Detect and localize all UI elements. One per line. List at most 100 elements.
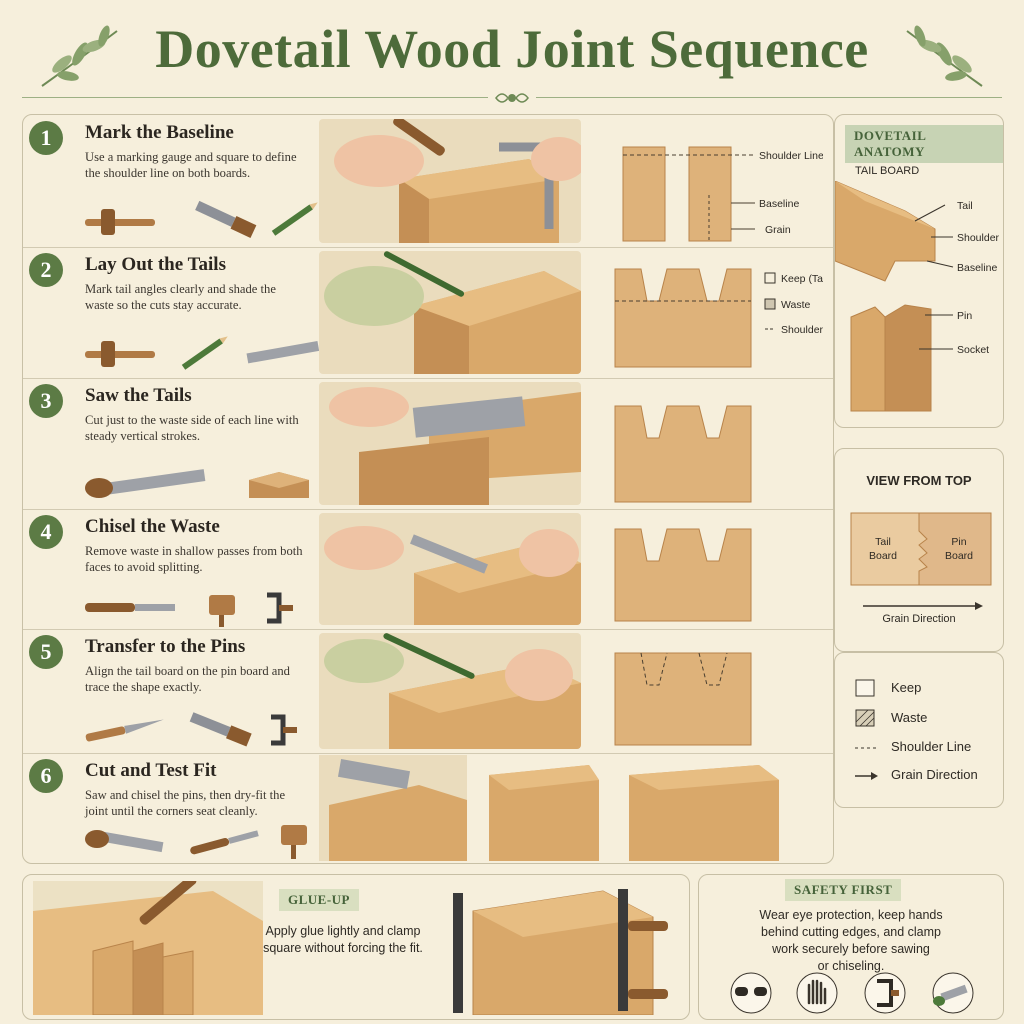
grain-direction-label: Grain Direction bbox=[882, 613, 956, 625]
leaf-left-icon bbox=[41, 25, 118, 87]
chisel-icon bbox=[190, 830, 259, 855]
safety-text-line-4: or chiseling. bbox=[817, 959, 885, 973]
step-title: Cut and Test Fit bbox=[85, 760, 217, 781]
marking-gauge-icon bbox=[85, 209, 155, 235]
square-icon bbox=[195, 200, 257, 238]
label-baseline: Baseline bbox=[957, 262, 997, 274]
clamp-icon bbox=[618, 889, 628, 1011]
clamp-icon bbox=[864, 972, 906, 1014]
step-title: Saw the Tails bbox=[85, 385, 192, 406]
step-description: Cut just to the waste side of each line … bbox=[85, 413, 299, 443]
step-number: 1 bbox=[29, 121, 63, 155]
step-5: 5 Transfer to the Pins Align the tail bo… bbox=[23, 629, 833, 754]
safety-text-line-2: behind cutting edges, and clamp bbox=[761, 925, 941, 939]
label-socket: Socket bbox=[957, 344, 989, 356]
tools-transfer bbox=[85, 712, 297, 747]
legend-keep: Keep bbox=[891, 680, 922, 695]
safety-text: Wear eye protection, keep hands behind c… bbox=[699, 907, 1003, 975]
label-keep-tails: Keep (Tails) bbox=[781, 273, 823, 285]
steps-panel: 1 Mark the Baseline Use a marking gauge … bbox=[22, 114, 834, 864]
step-5-photo bbox=[319, 633, 581, 749]
safety-icons bbox=[730, 972, 974, 1014]
label-waste: Waste bbox=[781, 299, 811, 311]
top-view-diagram: Tail Board Pin Board bbox=[850, 512, 992, 586]
tools-marking bbox=[85, 200, 318, 238]
safety-panel: SAFETY FIRST Wear eye protection, keep h… bbox=[698, 874, 1004, 1020]
step-3-photo bbox=[319, 382, 581, 505]
pencil-icon bbox=[271, 202, 318, 236]
safety-glasses-icon bbox=[730, 972, 772, 1014]
ruler-icon bbox=[246, 341, 319, 364]
tail-board-label-1: Tail bbox=[875, 536, 891, 548]
label-shoulder-line: Shoulder Line bbox=[759, 150, 823, 162]
legend-grain-direction: Grain Direction bbox=[891, 767, 978, 782]
legend-waste: Waste bbox=[891, 710, 928, 725]
anatomy-diagram: Tail Shoulder Baseline Pin Socket bbox=[835, 181, 1000, 412]
tools-fit bbox=[85, 825, 307, 859]
step-4-photo bbox=[319, 513, 581, 625]
step-4: 4 Chisel the Waste Remove waste in shall… bbox=[23, 509, 833, 630]
step-title: Transfer to the Pins bbox=[85, 636, 246, 657]
chisel-icon bbox=[85, 603, 175, 612]
mallet-icon bbox=[209, 595, 235, 627]
glue-up-header: GLUE-UP bbox=[279, 889, 359, 911]
tail-board-label-2: Board bbox=[869, 550, 897, 562]
anatomy-panel: DOVETAIL ANATOMY TAIL BOARD Tail Shoulde… bbox=[834, 114, 1004, 428]
shoulder-line-swatch-icon bbox=[855, 747, 877, 749]
dovetail-saw-icon bbox=[85, 830, 164, 853]
label-tail: Tail bbox=[957, 200, 973, 212]
tools-saw bbox=[85, 469, 309, 498]
pin-board-label-2: Board bbox=[945, 550, 973, 562]
page-title: Dovetail Wood Joint Sequence bbox=[155, 19, 869, 79]
pencil-icon bbox=[181, 336, 228, 370]
step-description: Mark tail angles clearly and shade the w… bbox=[85, 282, 276, 312]
dovetail-saw-icon bbox=[85, 469, 206, 498]
safety-text-line-1: Wear eye protection, keep hands bbox=[759, 908, 943, 922]
mallet-icon bbox=[281, 825, 307, 859]
step-2-diagram: Keep (Tails) Waste Shoulder Line bbox=[614, 268, 823, 368]
knife-icon bbox=[85, 719, 164, 742]
safety-header: SAFETY FIRST bbox=[785, 879, 902, 901]
glue-up-panel: GLUE-UP Apply glue lightly and clamp squ… bbox=[22, 874, 690, 1020]
step-number: 4 bbox=[29, 515, 63, 549]
step-6: 6 Cut and Test Fit Saw and chisel the pi… bbox=[23, 753, 833, 863]
step-description: Use a marking gauge and square to define… bbox=[85, 150, 297, 180]
glue-up-text: Apply glue lightly and clamp square with… bbox=[253, 923, 433, 957]
step-description: Saw and chisel the pins, then dry-fit th… bbox=[85, 788, 286, 818]
grain-direction-swatch-icon bbox=[855, 772, 878, 780]
top-view-panel: VIEW FROM TOP Tail Board Pin Board Grain… bbox=[834, 448, 1004, 652]
step-title: Lay Out the Tails bbox=[85, 254, 226, 275]
saw-icon bbox=[932, 972, 974, 1014]
glue-up-text-line-2: square without forcing the fit. bbox=[263, 941, 423, 955]
step-title: Mark the Baseline bbox=[85, 122, 234, 143]
label-pin: Pin bbox=[957, 310, 972, 322]
step-1-photo bbox=[319, 119, 581, 243]
step-number: 6 bbox=[29, 759, 63, 793]
step-5-diagram bbox=[614, 652, 752, 746]
keep-swatch-icon bbox=[855, 679, 875, 697]
ornament-icon bbox=[488, 92, 536, 104]
wood-block-icon bbox=[249, 472, 309, 498]
label-shoulder-line: Shoulder Line bbox=[781, 324, 823, 336]
glove-icon bbox=[796, 972, 838, 1014]
leaf-right-icon bbox=[906, 25, 983, 87]
brush-icon bbox=[139, 881, 197, 925]
step-4-diagram bbox=[614, 528, 752, 622]
step-number: 3 bbox=[29, 384, 63, 418]
step-number: 5 bbox=[29, 635, 63, 669]
clamp-icon bbox=[267, 592, 293, 624]
grain-arrow-icon bbox=[863, 602, 983, 610]
clamp-icon bbox=[271, 714, 297, 746]
anatomy-header: DOVETAIL ANATOMY bbox=[845, 125, 1003, 163]
label-shoulder: Shoulder bbox=[957, 232, 1000, 244]
tools-chisel bbox=[85, 592, 293, 627]
step-3: 3 Saw the Tails Cut just to the waste si… bbox=[23, 378, 833, 510]
marking-gauge-icon bbox=[85, 341, 155, 367]
square-icon bbox=[189, 712, 252, 747]
step-2-photo bbox=[319, 251, 581, 374]
tools-layout bbox=[85, 336, 319, 370]
legend-shoulder-line: Shoulder Line bbox=[891, 739, 972, 754]
waste-swatch-icon bbox=[855, 709, 875, 727]
glue-brush-illustration bbox=[33, 881, 263, 1015]
